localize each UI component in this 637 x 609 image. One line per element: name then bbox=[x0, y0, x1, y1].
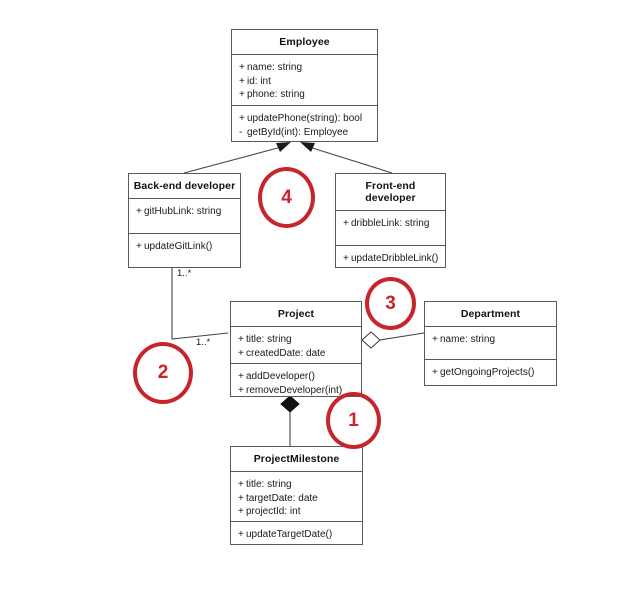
attribute-row: +projectId: int bbox=[238, 505, 356, 519]
annotation-marker-4[interactable]: 4 bbox=[258, 167, 315, 228]
operation-text: addDeveloper() bbox=[246, 371, 315, 382]
attribute-row: +targetDate: date bbox=[238, 492, 356, 506]
visibility-marker: + bbox=[238, 529, 244, 540]
operation-text: updatePhone(string): bool bbox=[247, 113, 363, 124]
attribute-row: +createdDate: date bbox=[238, 347, 355, 361]
operation-text: removeDeveloper(int) bbox=[246, 384, 343, 396]
class-name-project: Project bbox=[231, 302, 361, 327]
operation-text: updateDribbleLink() bbox=[351, 253, 439, 264]
class-operations-project-milestone: +updateTargetDate() bbox=[231, 522, 362, 549]
class-attributes-project: +title: string +createdDate: date bbox=[231, 327, 361, 364]
edge-aggregation-department-to-project bbox=[361, 331, 425, 349]
attribute-text: createdDate: date bbox=[246, 347, 326, 359]
visibility-marker: + bbox=[239, 89, 245, 100]
attribute-text: phone: string bbox=[247, 89, 305, 100]
visibility-marker: + bbox=[238, 384, 244, 396]
visibility-marker: + bbox=[343, 218, 349, 229]
class-box-project-milestone[interactable]: ProjectMilestone +title: string +targetD… bbox=[230, 446, 363, 545]
class-box-back-end-developer[interactable]: Back-end developer +gitHubLink: string +… bbox=[128, 173, 241, 268]
attribute-text: projectId: int bbox=[246, 506, 301, 517]
class-operations-department: +getOngoingProjects() bbox=[425, 360, 556, 387]
attribute-text: id: int bbox=[247, 75, 271, 87]
operation-row: +getOngoingProjects() bbox=[432, 366, 550, 380]
attribute-row: +phone: string bbox=[239, 88, 371, 102]
operation-text: getOngoingProjects() bbox=[440, 367, 535, 378]
class-box-front-end-developer[interactable]: Front-end developer +dribbleLink: string… bbox=[335, 173, 446, 268]
class-attributes-back-end-developer: +gitHubLink: string bbox=[129, 199, 240, 234]
visibility-marker: + bbox=[136, 206, 142, 217]
class-attributes-department: +name: string bbox=[425, 327, 556, 360]
operation-row: -getById(int): Employee bbox=[239, 126, 371, 140]
visibility-marker: + bbox=[238, 334, 244, 345]
visibility-marker: + bbox=[238, 492, 244, 504]
class-attributes-employee: +name: string +id: int +phone: string bbox=[232, 55, 377, 106]
class-name-department: Department bbox=[425, 302, 556, 327]
operation-row: +updateDribbleLink() bbox=[343, 252, 439, 266]
class-name-front-end-developer: Front-end developer bbox=[336, 174, 445, 211]
class-operations-project: +addDeveloper() +removeDeveloper(int) bbox=[231, 364, 361, 404]
visibility-marker: + bbox=[432, 367, 438, 378]
visibility-marker: + bbox=[239, 62, 245, 73]
attribute-row: +id: int bbox=[239, 75, 371, 89]
operation-row: +updatePhone(string): bool bbox=[239, 112, 371, 126]
class-name-back-end-developer: Back-end developer bbox=[129, 174, 240, 199]
visibility-marker: + bbox=[432, 334, 438, 345]
class-operations-employee: +updatePhone(string): bool -getById(int)… bbox=[232, 106, 377, 146]
annotation-marker-1[interactable]: 1 bbox=[326, 392, 381, 449]
visibility-marker: + bbox=[239, 113, 245, 124]
attribute-text: title: string bbox=[246, 479, 292, 490]
annotation-marker-2[interactable]: 2 bbox=[133, 342, 193, 404]
class-box-project[interactable]: Project +title: string +createdDate: dat… bbox=[230, 301, 362, 397]
multiplicity-label-project-left: 1..* bbox=[196, 337, 211, 348]
annotation-marker-3-label: 3 bbox=[385, 292, 396, 314]
attribute-row: +title: string bbox=[238, 478, 356, 492]
operation-row: +updateTargetDate() bbox=[238, 528, 356, 542]
attribute-row: +title: string bbox=[238, 333, 355, 347]
attribute-text: name: string bbox=[440, 334, 496, 345]
visibility-marker: + bbox=[238, 506, 244, 517]
operation-row: +updateGitLink() bbox=[136, 240, 234, 254]
operation-row: +addDeveloper() bbox=[238, 370, 355, 384]
edge-generalization-frontend-to-employee bbox=[300, 142, 393, 174]
attribute-text: targetDate: date bbox=[246, 492, 318, 504]
annotation-marker-2-label: 2 bbox=[157, 362, 169, 383]
visibility-marker: + bbox=[238, 479, 244, 490]
class-name-employee: Employee bbox=[232, 30, 377, 55]
operation-row: +removeDeveloper(int) bbox=[238, 384, 355, 398]
class-operations-front-end-developer: +updateDribbleLink() bbox=[336, 246, 445, 273]
annotation-marker-4-label: 4 bbox=[281, 186, 292, 208]
attribute-row: +gitHubLink: string bbox=[136, 205, 234, 219]
operation-text: updateTargetDate() bbox=[246, 529, 333, 540]
operation-text: getById(int): Employee bbox=[247, 126, 349, 138]
attribute-text: title: string bbox=[246, 334, 292, 345]
attribute-text: dribbleLink: string bbox=[351, 218, 430, 229]
visibility-marker: + bbox=[136, 241, 142, 252]
attribute-text: gitHubLink: string bbox=[144, 206, 222, 217]
class-attributes-front-end-developer: +dribbleLink: string bbox=[336, 211, 445, 246]
multiplicity-label-backend-bottom: 1..* bbox=[177, 268, 192, 279]
attribute-row: +name: string bbox=[432, 333, 550, 347]
visibility-marker: + bbox=[238, 371, 244, 382]
visibility-marker: - bbox=[239, 126, 243, 138]
class-box-employee[interactable]: Employee +name: string +id: int +phone: … bbox=[231, 29, 378, 142]
visibility-marker: + bbox=[239, 75, 245, 87]
class-operations-back-end-developer: +updateGitLink() bbox=[129, 234, 240, 261]
class-name-project-milestone: ProjectMilestone bbox=[231, 447, 362, 472]
annotation-marker-3[interactable]: 3 bbox=[365, 277, 416, 330]
operation-text: updateGitLink() bbox=[144, 241, 213, 252]
attribute-row: +dribbleLink: string bbox=[343, 217, 439, 231]
attribute-text: name: string bbox=[247, 62, 303, 73]
visibility-marker: + bbox=[238, 347, 244, 359]
annotation-marker-1-label: 1 bbox=[348, 409, 359, 431]
visibility-marker: + bbox=[343, 253, 349, 264]
attribute-row: +name: string bbox=[239, 61, 371, 75]
class-attributes-project-milestone: +title: string +targetDate: date +projec… bbox=[231, 472, 362, 522]
class-box-department[interactable]: Department +name: string +getOngoingProj… bbox=[424, 301, 557, 386]
